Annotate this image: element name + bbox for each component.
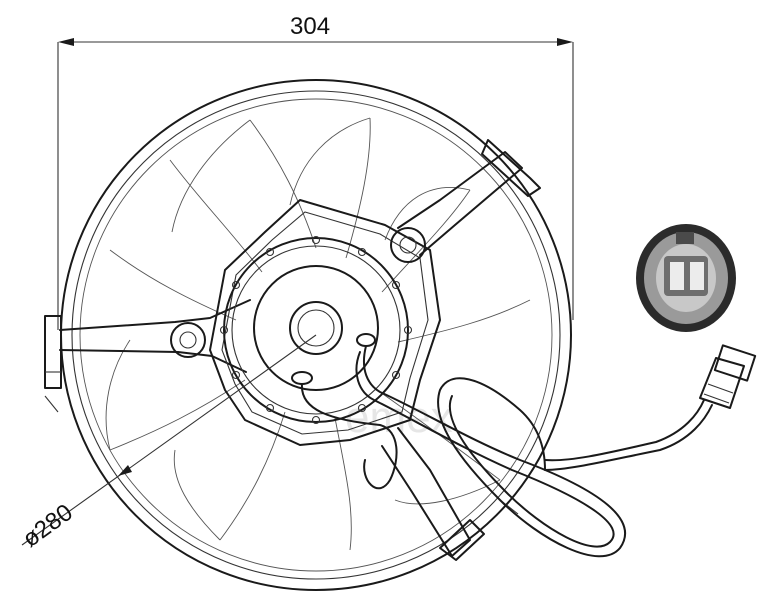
width-dimension-label: 304 — [290, 13, 330, 40]
diameter-arrow — [118, 465, 132, 476]
terminal-bottom — [291, 371, 313, 385]
right-mount-boss — [390, 227, 426, 263]
terminal-top — [356, 333, 376, 347]
wiring-harness — [300, 345, 713, 558]
left-mount-boss — [170, 322, 206, 358]
motor-shaft-hub — [289, 301, 343, 355]
dimension-arrow-left — [58, 38, 74, 46]
fan-blades — [105, 117, 531, 551]
bolt-holes — [219, 235, 413, 425]
motor-cap — [253, 265, 379, 391]
motor-mount-plate — [209, 199, 441, 446]
electrical-connector-icon — [636, 224, 736, 332]
top-right-bracket — [481, 139, 541, 197]
width-dimension: 304 — [57, 13, 574, 330]
left-bracket — [44, 315, 62, 389]
motor-housing — [223, 237, 409, 423]
fan-assembly-icon: ø280 — [18, 79, 713, 591]
shroud-inner-ring — [71, 90, 561, 580]
bottom-bracket — [439, 519, 485, 561]
dimension-arrow-right — [557, 38, 573, 46]
connector-plug-icon — [699, 344, 757, 409]
diameter-dimension-label: ø280 — [18, 499, 78, 553]
